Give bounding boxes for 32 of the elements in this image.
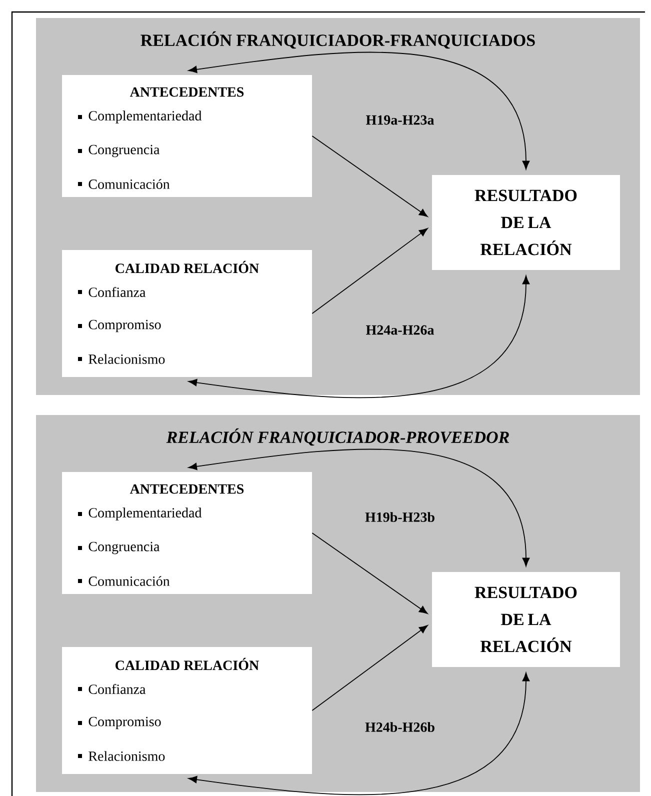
hypothesis-label: H24b-H26b — [365, 722, 434, 732]
list-item: Compromiso — [88, 320, 161, 332]
arrow — [188, 448, 530, 566]
arrow — [188, 52, 530, 170]
arrow — [188, 276, 530, 398]
list-item: Congruencia — [88, 542, 160, 554]
arrow — [188, 672, 530, 795]
list-item: Comunicación — [88, 179, 170, 189]
arrow — [312, 625, 428, 711]
panel-title: RELACIÓN FRANQUICIADOR-PROVEEDOR — [166, 428, 509, 446]
result-text: RESULTADO DE LA RELACIÓN — [474, 586, 577, 652]
arrow — [312, 136, 428, 217]
list-item: Relacionismo — [88, 354, 165, 364]
box-heading: ANTECEDENTES — [130, 87, 244, 97]
list-item: Relacionismo — [88, 751, 165, 761]
box-heading: CALIDAD RELACIÓN — [116, 260, 259, 274]
list-item: Congruencia — [88, 144, 160, 158]
hypothesis-label: H24a-H26a — [366, 325, 434, 335]
list-item: Complementariedad — [88, 508, 202, 520]
list-item: Compromiso — [88, 716, 161, 730]
arrow — [312, 228, 428, 314]
list-item: Complementariedad — [88, 110, 202, 124]
result-text: RESULTADO DE LA RELACIÓN — [474, 190, 577, 256]
box-heading: CALIDAD RELACIÓN — [116, 658, 259, 670]
box-heading: ANTECEDENTES — [130, 484, 244, 494]
hypothesis-label: H19a-H23a — [366, 115, 434, 125]
arrow — [312, 532, 428, 614]
list-item: Comunicación — [88, 576, 170, 586]
list-item: Confianza — [88, 684, 146, 694]
panel-title: RELACIÓN FRANQUICIADOR-FRANQUICIADOS — [140, 31, 535, 49]
hypothesis-label: H19b-H23b — [365, 512, 434, 522]
list-item: Confianza — [88, 287, 146, 297]
